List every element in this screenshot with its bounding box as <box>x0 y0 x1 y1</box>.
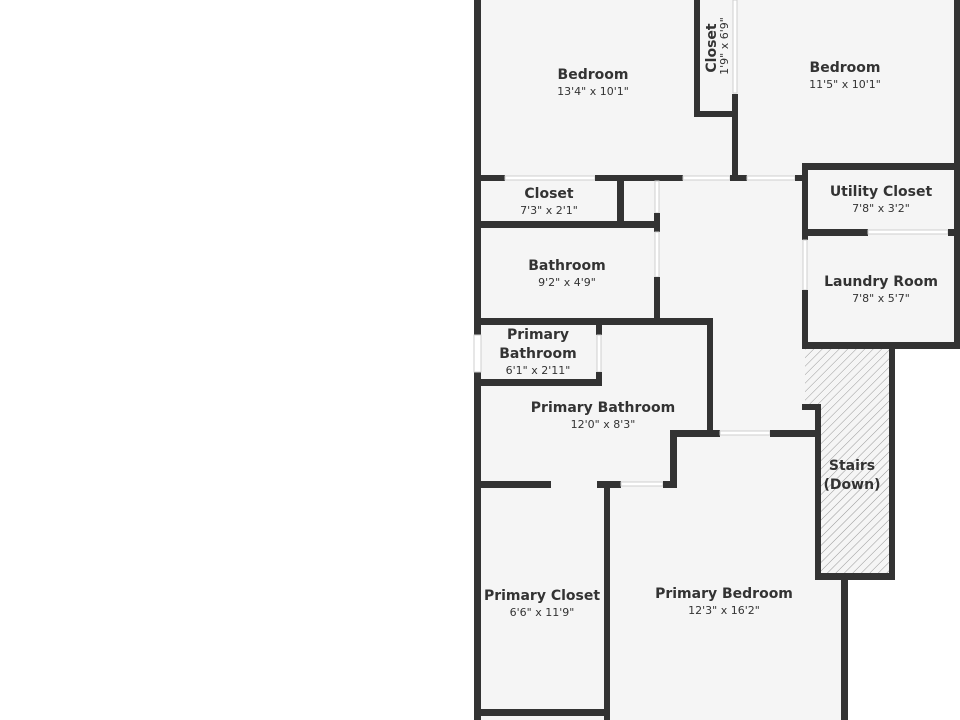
room-bedroom-2: Bedroom 11'5" x 10'1" <box>809 60 881 91</box>
room-closet-vertical: Closet 1'9" x 6'9" <box>704 17 731 75</box>
room-closet-hall: Closet 7'3" x 2'1" <box>520 186 578 217</box>
room-name: Primary Bathroom <box>531 400 675 416</box>
room-name-line2: Bathroom <box>499 346 577 362</box>
room-dimensions: 7'3" x 2'1" <box>520 204 578 217</box>
room-name: Primary Closet <box>484 588 600 604</box>
room-name: Bedroom <box>558 67 629 83</box>
room-primary-closet: Primary Closet 6'6" x 11'9" <box>484 588 600 619</box>
stairs-area <box>805 349 890 576</box>
room-name: Primary Bedroom <box>655 586 793 602</box>
room-dimensions: 6'6" x 11'9" <box>510 606 575 619</box>
room-name: Closet <box>524 186 574 202</box>
walls <box>473 0 960 720</box>
room-dimensions: 13'4" x 10'1" <box>557 85 629 98</box>
room-primary-bathroom-small: Primary Bathroom 6'1" x 2'11" <box>499 327 577 377</box>
room-dimensions: 12'0" x 8'3" <box>571 418 636 431</box>
room-dimensions: 6'1" x 2'11" <box>506 364 571 377</box>
room-utility-closet: Utility Closet 7'8" x 3'2" <box>830 184 933 215</box>
room-name-line2: (Down) <box>824 477 881 493</box>
room-dimensions: 12'3" x 16'2" <box>688 604 760 617</box>
room-primary-bedroom: Primary Bedroom 12'3" x 16'2" <box>655 586 793 617</box>
room-bathroom: Bathroom 9'2" x 4'9" <box>528 258 606 289</box>
room-stairs: Stairs (Down) <box>824 458 881 493</box>
room-name-line1: Stairs <box>829 458 875 474</box>
room-name-line1: Primary <box>507 327 569 343</box>
room-name: Closet <box>704 23 720 73</box>
room-dimensions: 7'8" x 5'7" <box>852 292 910 305</box>
room-bedroom-1: Bedroom 13'4" x 10'1" <box>557 67 629 98</box>
room-primary-bathroom: Primary Bathroom 12'0" x 8'3" <box>531 400 675 431</box>
room-name: Bathroom <box>528 258 606 274</box>
room-dimensions: 11'5" x 10'1" <box>809 78 881 91</box>
room-name: Utility Closet <box>830 184 933 200</box>
room-dimensions: 9'2" x 4'9" <box>538 276 596 289</box>
room-name: Bedroom <box>810 60 881 76</box>
room-laundry-room: Laundry Room 7'8" x 5'7" <box>824 274 938 305</box>
room-dimensions: 7'8" x 3'2" <box>852 202 910 215</box>
room-dimensions: 1'9" x 6'9" <box>718 17 731 75</box>
room-name: Laundry Room <box>824 274 938 290</box>
